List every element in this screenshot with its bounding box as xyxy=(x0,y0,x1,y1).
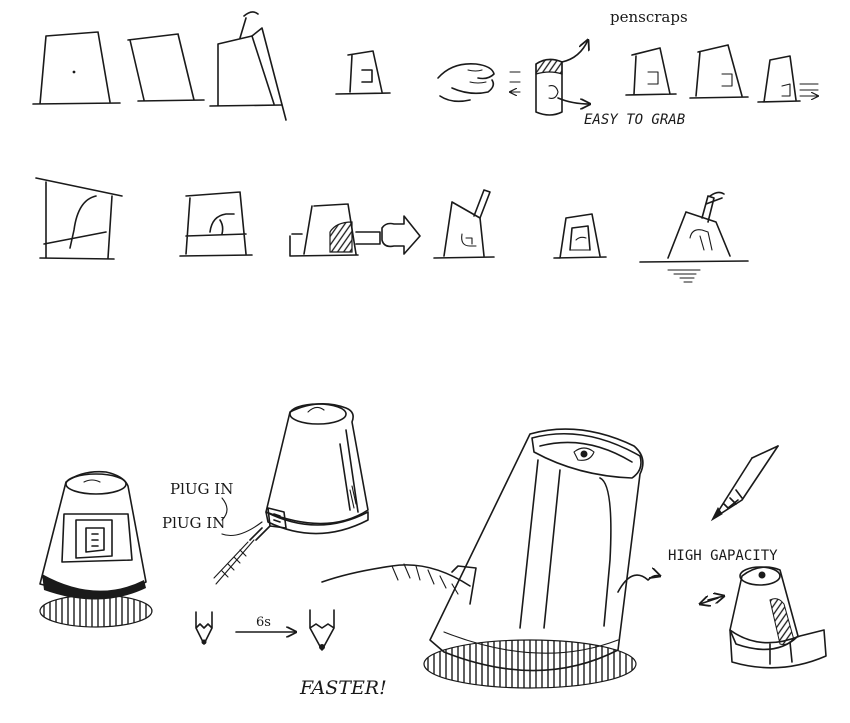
silhouette-sketch-3-crank xyxy=(209,11,287,121)
front-view-sharpener xyxy=(39,470,153,628)
pencil-icon-sketch xyxy=(710,445,779,522)
shavings-container-sketch xyxy=(535,40,590,116)
easy-to-grab-label: EASY TO GRAB xyxy=(584,112,685,128)
plug-in-sharpener xyxy=(213,403,369,585)
silhouette-sketch-4 xyxy=(335,50,391,95)
progression-sketch-3-extension xyxy=(289,203,421,257)
high-capacity-label: HIGH GAPACITY xyxy=(668,548,778,564)
progression-sketch-5 xyxy=(553,213,607,259)
plug-in-label-lower: PlUG IN xyxy=(162,514,225,532)
pencil-speed-comparison: 6s xyxy=(195,609,335,651)
penscraps-label: penscraps xyxy=(610,8,688,26)
main-sharpener-rendering xyxy=(321,428,660,689)
row1-silhouette-sketches: penscraps EASY TO GRAB xyxy=(32,8,818,128)
progression-sketch-2 xyxy=(179,191,253,257)
hand-grab-sketch xyxy=(437,62,521,103)
silhouette-sketch-6 xyxy=(689,44,749,99)
plug-in-label-upper: PlUG IN xyxy=(170,480,233,498)
progression-sketch-4-pencil xyxy=(433,189,495,259)
silhouette-sketch-5 xyxy=(625,47,677,96)
plug-in-leader xyxy=(221,497,263,537)
silhouette-sketch-1 xyxy=(32,31,121,105)
dull-pencil-icon xyxy=(195,611,213,645)
silhouette-sketch-2 xyxy=(127,33,205,102)
row2-progression-sketches xyxy=(35,177,749,283)
compact-side-sharpener xyxy=(700,566,827,669)
faster-label: FASTER! xyxy=(299,677,387,699)
silhouette-sketch-7-airflow xyxy=(757,55,818,102)
progression-sketch-6-crank xyxy=(639,191,749,283)
progression-sketch-1 xyxy=(35,177,123,260)
time-interval-label: 6s xyxy=(256,615,271,630)
